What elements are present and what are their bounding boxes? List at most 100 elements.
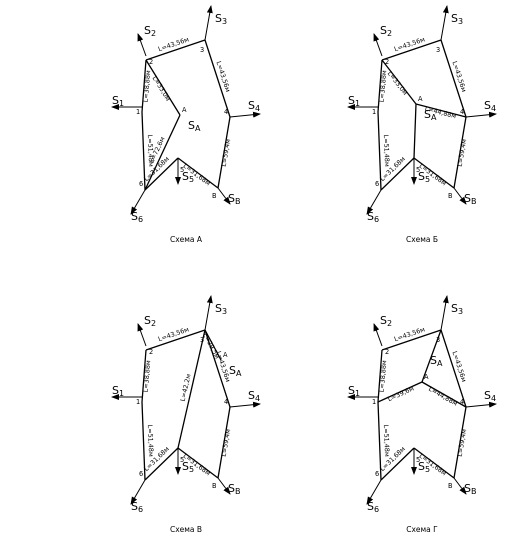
scheme-2-caption: Схема Б: [406, 235, 438, 244]
scheme-2-arrow-s3: [440, 5, 449, 41]
scheme-3-arrow-s2: [137, 323, 147, 347]
scheme-3-length-label-4: L=59,4м: [220, 428, 233, 457]
scheme-3-node-2: 2: [149, 348, 153, 356]
scheme-4: S1S2S3S4SAS5S6SB123456ABL=38,88мL=43,56м…: [347, 295, 497, 534]
scheme-3-source-s4: S4: [248, 389, 260, 403]
scheme-3-edge-4-B: [217, 406, 231, 479]
scheme-4-source-sb: SB: [464, 482, 476, 496]
scheme-2-source-s4: S4: [484, 99, 496, 113]
scheme-4-caption: Схема Г: [406, 525, 438, 534]
scheme-1-node-a: A: [182, 106, 187, 114]
scheme-1-edge-A-6: [144, 114, 181, 191]
scheme-2-edge-3-4: [440, 39, 467, 118]
scheme-4-source-s4: S4: [484, 389, 496, 403]
scheme-4-source-s6: S6: [367, 500, 379, 514]
scheme-3-node-6: 6: [139, 470, 143, 478]
scheme-2-length-label-8: L=33,0м: [386, 70, 410, 97]
scheme-3-edge-1-2: [141, 349, 147, 403]
scheme-2-node-6: 6: [375, 180, 379, 188]
scheme-3-edge-5-6: [144, 447, 179, 481]
scheme-1-source-sa: SA: [188, 119, 201, 133]
scheme-4-source-s5: S5: [418, 460, 430, 474]
scheme-1-source-s2: S2: [144, 24, 156, 38]
scheme-1-arrow-s3: [204, 5, 213, 41]
scheme-2-node-1: 1: [372, 108, 376, 116]
scheme-1-edge-1-2: [141, 59, 147, 113]
scheme-3-edge-2-3: [145, 329, 206, 351]
scheme-1-length-label-4: L=59,4м: [220, 138, 233, 167]
scheme-4-source-s2: S2: [380, 314, 392, 328]
scheme-4-node-b: B: [448, 482, 453, 490]
scheme-4-length-label-4: L=59,4м: [456, 428, 469, 457]
scheme-2-source-sa: SA: [424, 108, 437, 122]
scheme-1-edge-2-A: [145, 59, 181, 116]
scheme-1-edge-6-1: [141, 111, 146, 191]
scheme-1-edge-5-6: [144, 157, 179, 191]
scheme-3-node-b: B: [212, 482, 217, 490]
scheme-1-edge-3-4: [204, 39, 231, 118]
scheme-2-arrow-s2: [373, 33, 383, 57]
scheme-2-node-2: 2: [385, 58, 389, 66]
scheme-4-edge-A-4: [421, 381, 467, 408]
scheme-4-node-3: 3: [436, 336, 440, 344]
scheme-2-edge-6-1: [377, 111, 382, 191]
scheme-3-source-s2: S2: [144, 314, 156, 328]
scheme-4-edge-5-6: [380, 447, 415, 481]
scheme-4-arrow-s3: [440, 295, 449, 331]
scheme-2-edge-5-6: [380, 157, 415, 191]
scheme-2-source-s3: S3: [451, 12, 463, 26]
scheme-3: S1S2S3S4SAS5S6SB123456ABL=38,88мL=43,56м…: [111, 295, 261, 534]
scheme-4-edge-3-4: [440, 329, 467, 408]
scheme-2-edge-B-5: [413, 157, 455, 189]
scheme-4-length-label-8: L=39,6м: [386, 384, 415, 403]
scheme-3-node-5: 5: [180, 456, 184, 464]
scheme-4-arrow-sb: [453, 477, 467, 495]
scheme-2: S1S2S3S4SAS5S6SB123456ABL=38,88мL=43,56м…: [347, 5, 497, 244]
scheme-2-edge-1-2: [377, 59, 383, 113]
scheme-1-node-6: 6: [139, 180, 143, 188]
scheme-4-edge-2-3: [381, 329, 442, 351]
scheme-4-edge-4-B: [453, 406, 467, 479]
scheme-3-source-s3: S3: [215, 302, 227, 316]
scheme-2-arrow-sb: [453, 187, 467, 205]
scheme-1-node-1: 1: [136, 108, 140, 116]
scheme-2-node-a: A: [418, 95, 423, 103]
scheme-4-source-sa: SA: [430, 354, 443, 368]
scheme-4-node-1: 1: [372, 398, 376, 406]
scheme-3-edge-3-A: [204, 329, 222, 361]
scheme-1-arrow-s6: [130, 189, 146, 215]
scheme-4-length-label-9: L=44,88м: [427, 385, 459, 408]
scheme-1-length-label-7: L=51,48м: [146, 135, 155, 167]
scheme-2-source-sb: SB: [464, 192, 476, 206]
scheme-4-arrow-s6: [366, 479, 382, 505]
scheme-3-node-3: 3: [200, 336, 204, 344]
scheme-4-edge-B-5: [413, 447, 455, 479]
scheme-2-edge-A-4: [415, 103, 467, 118]
scheme-1-node-b: B: [212, 192, 217, 200]
scheme-4-length-label-1: L=38,88м: [378, 360, 388, 393]
scheme-2-source-s5: S5: [418, 170, 430, 184]
scheme-2-arrow-s6: [366, 189, 382, 215]
scheme-4-node-a: A: [424, 373, 429, 381]
scheme-3-source-s5: S5: [182, 460, 194, 474]
scheme-1-node-2: 2: [149, 58, 153, 66]
scheme-2-source-s1: S1: [348, 94, 360, 108]
scheme-1-caption: Схема А: [170, 235, 203, 244]
scheme-1-edge-B-5: [177, 157, 219, 189]
scheme-3-source-sb: SB: [228, 482, 240, 496]
scheme-3-node-1: 1: [136, 398, 140, 406]
scheme-4-edge-1-A: [377, 381, 423, 403]
scheme-2-length-label-1: L=38,88м: [378, 70, 388, 103]
scheme-2-edge-2-3: [381, 39, 442, 61]
scheme-1-edge-4-B: [217, 116, 231, 189]
scheme-3-arrow-s6: [130, 479, 146, 505]
scheme-4-node-5: 5: [416, 456, 420, 464]
scheme-1-source-s3: S3: [215, 12, 227, 26]
scheme-4-source-s3: S3: [451, 302, 463, 316]
scheme-1-source-s5: S5: [182, 170, 194, 184]
scheme-1-source-sb: SB: [228, 192, 240, 206]
scheme-3-arrow-s4: [229, 401, 261, 408]
scheme-3-node-a: A: [223, 351, 228, 359]
scheme-3-source-sa: SA: [229, 364, 242, 378]
